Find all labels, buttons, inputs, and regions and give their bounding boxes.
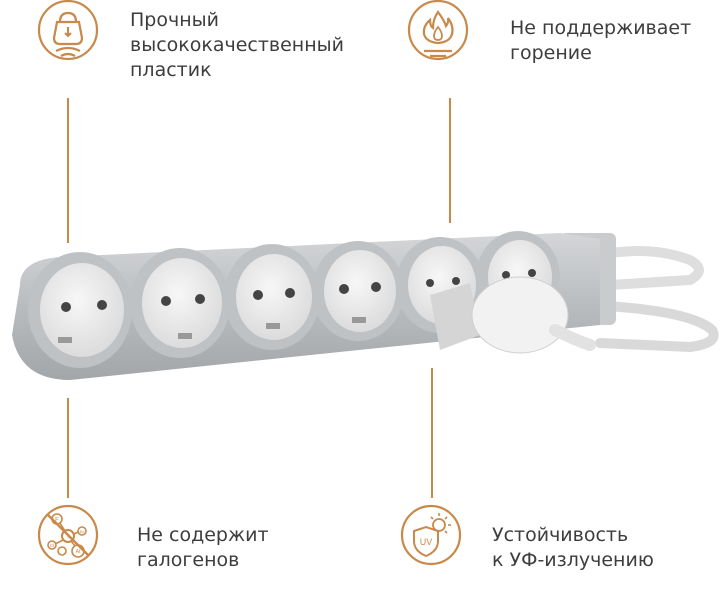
- socket-1: [28, 252, 132, 368]
- socket-4: [312, 241, 404, 341]
- kettlebell-icon: [36, 0, 100, 64]
- socket-3: [224, 244, 320, 350]
- prohibition-slash: [47, 514, 89, 556]
- molecule-label-cl: Cl: [50, 543, 54, 548]
- plug: [430, 276, 596, 354]
- power-strip-image: [12, 231, 719, 380]
- molecule-label-i: I: [67, 535, 69, 541]
- connector-line-uv-resistant: [431, 368, 433, 498]
- feature-halogen-free-line-2: галогенов: [137, 549, 240, 571]
- feature-durable-text: Прочный высококачественный пластик: [130, 8, 344, 83]
- molecule-label-br: Br: [80, 529, 85, 534]
- feature-fireproof-line-1: Не поддерживает: [510, 17, 692, 39]
- feature-uv-resistant-text: Устойчивость к УФ-излучению: [492, 523, 654, 573]
- sun-uv-shield-icon: UV: [399, 503, 463, 567]
- connector-line-fireproof: [449, 98, 451, 223]
- molecule-label-at: At: [76, 549, 81, 555]
- feature-durable-line-1: Прочный: [130, 9, 219, 31]
- uv-label: UV: [420, 537, 433, 547]
- feature-uv-resistant-line-2: к УФ-излучению: [492, 549, 654, 571]
- feature-durable-line-3: пластик: [130, 59, 212, 81]
- feature-fireproof-text: Не поддерживает горение: [510, 16, 691, 66]
- feature-halogen-free-line-1: Не содержит: [137, 524, 269, 546]
- no-halogen-molecule-icon: F I Cl Br At: [36, 503, 100, 567]
- molecule-label-f: F: [55, 518, 59, 524]
- feature-uv-resistant-line-1: Устойчивость: [492, 524, 629, 546]
- connector-line-durable: [67, 98, 69, 243]
- feature-durable-line-2: высококачественный: [130, 34, 345, 56]
- flame-icon: [406, 0, 470, 64]
- feature-halogen-free-text: Не содержит галогенов: [137, 523, 269, 573]
- feature-fireproof-line-2: горение: [510, 42, 592, 64]
- cable-loop: [595, 246, 704, 290]
- socket-2: [130, 248, 230, 358]
- cable: [585, 300, 719, 353]
- connector-line-halogen-free: [67, 398, 69, 498]
